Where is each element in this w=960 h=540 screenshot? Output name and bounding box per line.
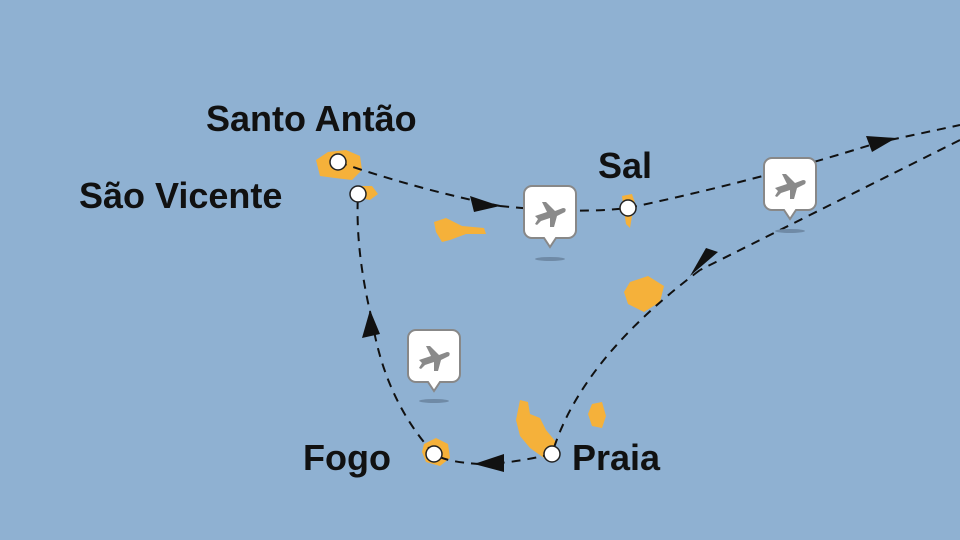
flight-marker-3[interactable] xyxy=(407,329,461,403)
label-sao-vicente: São Vicente xyxy=(79,175,283,216)
stop-sal xyxy=(619,199,637,217)
route-arrows xyxy=(362,136,896,472)
arrow-icon xyxy=(362,310,380,338)
island-boa-vista xyxy=(624,276,664,312)
stops xyxy=(329,153,637,463)
label-sal: Sal xyxy=(598,145,653,186)
label-santo-antao: Santo Antão xyxy=(206,98,417,139)
stop-fogo xyxy=(425,445,443,463)
islands xyxy=(316,150,664,466)
flight-marker-1[interactable] xyxy=(523,185,577,261)
island-sao-nicolau xyxy=(434,218,486,242)
label-praia: Praia xyxy=(572,437,661,478)
stop-santo-antao xyxy=(329,153,347,171)
arrow-icon xyxy=(474,454,504,472)
label-fogo: Fogo xyxy=(303,437,391,478)
island-santiago xyxy=(516,400,556,458)
island-maio xyxy=(588,402,606,428)
arrow-icon xyxy=(866,136,896,152)
stop-praia xyxy=(543,445,561,463)
flight-marker-2[interactable] xyxy=(763,157,817,233)
arrow-icon xyxy=(470,196,500,212)
arrow-icon xyxy=(690,248,718,276)
stop-sao-vicente xyxy=(349,185,367,203)
